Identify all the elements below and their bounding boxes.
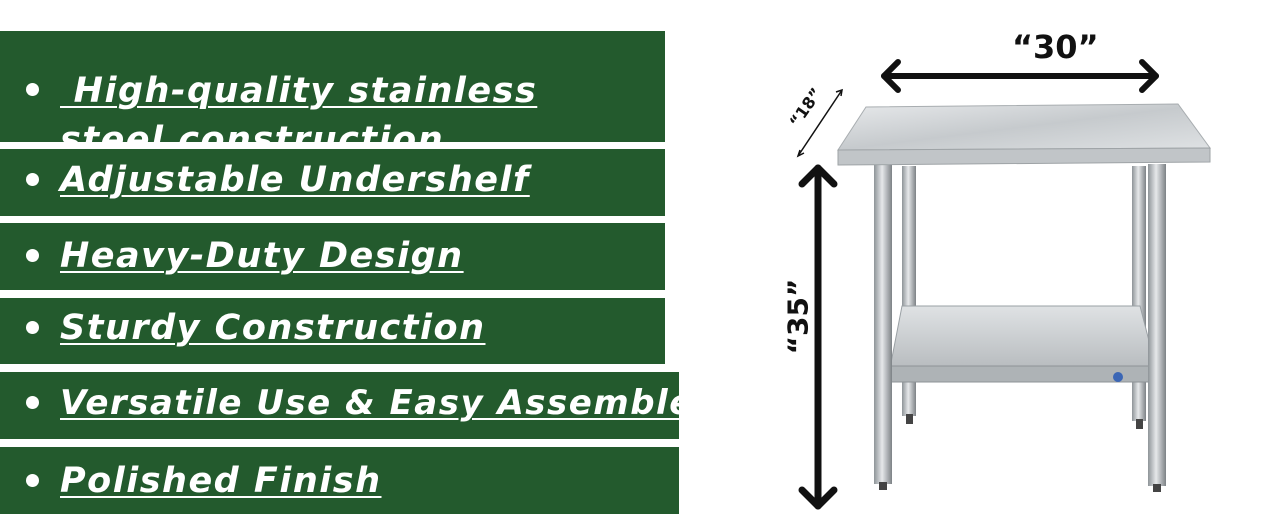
feature-band-versatile: Versatile Use & Easy Assemble bbox=[0, 372, 692, 439]
feature-label: High-quality stainless bbox=[60, 71, 538, 111]
width-dimension-label: “30” bbox=[1012, 28, 1099, 66]
feature-label: Adjustable Undershelf bbox=[60, 160, 530, 200]
table-leg bbox=[1148, 164, 1166, 486]
feature-band-quality: High-quality stainless steel constructio… bbox=[0, 31, 665, 160]
brand-badge-icon bbox=[1113, 372, 1123, 382]
depth-arrow bbox=[796, 88, 843, 158]
bullet-icon bbox=[26, 173, 39, 186]
table-leg bbox=[874, 164, 892, 484]
table-leg bbox=[1132, 166, 1146, 421]
bullet-icon bbox=[26, 396, 39, 409]
feature-label: Sturdy Construction bbox=[60, 308, 486, 348]
feature-band-polished: Polished Finish bbox=[0, 447, 679, 514]
feature-label: Polished Finish bbox=[60, 461, 382, 501]
bullet-icon bbox=[26, 321, 39, 334]
table-top bbox=[837, 103, 1211, 151]
bullet-icon bbox=[26, 474, 39, 487]
feature-band-sturdy: Sturdy Construction bbox=[0, 298, 665, 364]
height-arrow bbox=[798, 164, 838, 510]
undershelf bbox=[889, 305, 1157, 369]
feature-label: Versatile Use & Easy Assemble bbox=[60, 383, 694, 423]
bullet-icon bbox=[26, 83, 39, 96]
feature-label: Heavy-Duty Design bbox=[60, 236, 464, 276]
feature-band-heavy-duty: Heavy-Duty Design bbox=[0, 223, 665, 290]
bullet-icon bbox=[26, 249, 39, 262]
width-arrow bbox=[881, 59, 1159, 93]
feature-band-undershelf: Adjustable Undershelf bbox=[0, 149, 665, 216]
height-dimension-label: “35” bbox=[781, 278, 815, 355]
work-table-figure bbox=[796, 59, 1211, 510]
